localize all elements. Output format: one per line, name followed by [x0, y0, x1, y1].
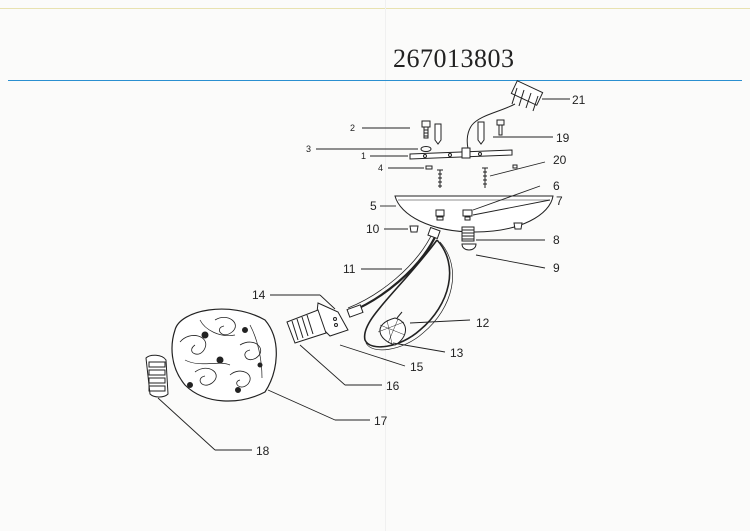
crystal-pendant [377, 311, 406, 346]
center-fold-crease [385, 0, 386, 531]
supply-wire [466, 103, 516, 156]
callout-15: 15 [410, 360, 424, 374]
callout-16: 16 [386, 379, 400, 393]
threaded-nipple [461, 226, 475, 242]
washer [420, 146, 432, 152]
callout-1: 1 [361, 151, 366, 161]
terminal-block [510, 80, 544, 112]
callout-3: 3 [306, 144, 311, 154]
callout-20: 20 [553, 153, 567, 167]
callout-8: 8 [553, 233, 560, 247]
nut [425, 165, 433, 170]
callout-11: 11 [343, 262, 356, 276]
mounting-bracket [409, 147, 513, 160]
callout-14: 14 [252, 288, 266, 302]
callout-10: 10 [366, 222, 380, 236]
callout-6: 6 [553, 179, 560, 193]
screw [421, 120, 431, 139]
callout-17: 17 [374, 414, 388, 428]
lamp-socket [286, 309, 327, 344]
glass-shade [171, 308, 277, 402]
fixing-screw [437, 164, 518, 188]
header-rule [8, 80, 742, 81]
callout-2: 2 [350, 123, 355, 133]
model-number-title: 267013803 [393, 44, 515, 73]
callout-12: 12 [476, 316, 490, 330]
callout-7: 7 [556, 194, 563, 208]
shade-finial [145, 354, 169, 398]
wall-plug [434, 119, 505, 145]
top-edge-line [0, 8, 750, 9]
cap [409, 225, 419, 233]
finial-nut [461, 243, 477, 251]
callout-4: 4 [378, 163, 383, 173]
lamp-arm [347, 226, 453, 351]
callout-13: 13 [450, 346, 464, 360]
callout-18: 18 [256, 444, 270, 458]
callout-21: 21 [572, 93, 586, 107]
arm-end [346, 304, 364, 318]
callout-5: 5 [370, 199, 377, 213]
cap [513, 222, 523, 230]
callout-19: 19 [556, 131, 570, 145]
callout-9: 9 [553, 261, 560, 275]
leader-lines [157, 98, 570, 451]
